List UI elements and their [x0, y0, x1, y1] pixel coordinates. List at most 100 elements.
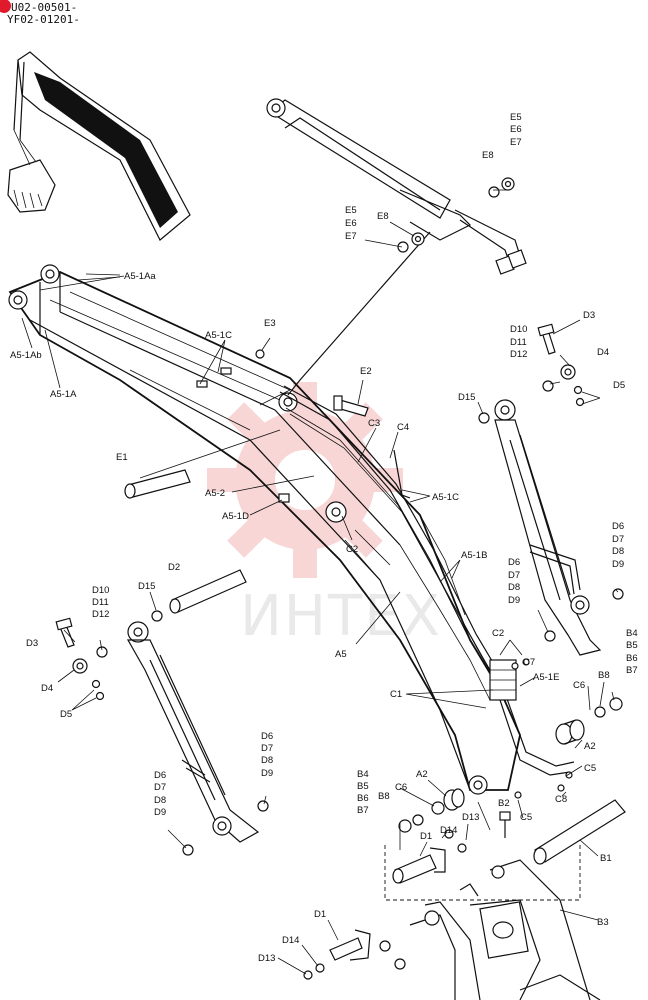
callout-e6-top: E6 — [510, 124, 522, 135]
callout-d13-upper: D13 — [462, 812, 479, 823]
callout-a5-1e: A5-1E — [533, 672, 559, 683]
callout-b5-left: B5 — [357, 781, 369, 792]
watermark-text: ИНТЕХ — [240, 584, 442, 649]
document-code-1: U02-00501- — [0, 0, 77, 14]
callout-c7: C7 — [523, 657, 535, 668]
callout-d4-left: D4 — [41, 683, 53, 694]
callout-c3: C3 — [368, 418, 380, 429]
callout-c4: C4 — [397, 422, 409, 433]
callout-c2-right: C2 — [492, 628, 504, 639]
callout-d3-left: D3 — [26, 638, 38, 649]
callout-d14-lower: D14 — [282, 935, 299, 946]
callout-a2-right: A2 — [584, 741, 596, 752]
bolt-b2 — [499, 811, 511, 838]
callout-d6-right2: D6 — [508, 557, 520, 568]
callout-d9-left1: D9 — [261, 768, 273, 779]
callout-e8-top: E8 — [482, 150, 494, 161]
callout-e6-mid: E6 — [345, 218, 357, 229]
callout-b4-left: B4 — [357, 769, 369, 780]
callout-b6-left: B6 — [357, 793, 369, 804]
callout-c6-right: C6 — [573, 680, 585, 691]
callout-a5-1c-right: A5-1C — [432, 492, 459, 503]
callout-d5-right: D5 — [613, 380, 625, 391]
callout-d9-right1: D9 — [612, 559, 624, 570]
callout-d6-left1: D6 — [261, 731, 273, 742]
callout-d15-left: D15 — [138, 581, 155, 592]
bolt-e2 — [333, 395, 369, 417]
callout-d4-right: D4 — [597, 347, 609, 358]
callout-e3: E3 — [264, 318, 276, 329]
callout-c6-bottom: C6 — [395, 782, 407, 793]
callout-c5-a: C5 — [584, 763, 596, 774]
callout-d10-left: D10 — [92, 585, 109, 596]
callout-d8-right1: D8 — [612, 546, 624, 557]
callout-b5-right: B5 — [626, 640, 638, 651]
callout-d7-left1: D7 — [261, 743, 273, 754]
callout-d1-lower: D1 — [314, 909, 326, 920]
callout-d15-right: D15 — [458, 392, 475, 403]
callout-d8-left2: D8 — [154, 795, 166, 806]
callout-d7-right1: D7 — [612, 534, 624, 545]
pin-d1-upper — [392, 847, 446, 884]
callout-d8-left1: D8 — [261, 755, 273, 766]
callout-d2: D2 — [168, 562, 180, 573]
callout-e5-top: E5 — [510, 112, 522, 123]
callout-b7-right: B7 — [626, 665, 638, 676]
callout-a5-2: A5-2 — [205, 488, 225, 499]
excavator-thumbnail — [7, 51, 191, 241]
callout-a5-1d: A5-1D — [222, 511, 249, 522]
callout-d10-right: D10 — [510, 324, 527, 335]
left-boom-cylinder — [126, 621, 260, 843]
pin-d2 — [169, 569, 247, 614]
callout-a5-1aa: A5-1Aa — [124, 271, 156, 282]
callout-d1-upper: D1 — [420, 831, 432, 842]
callout-d12-left: D12 — [92, 609, 109, 620]
callout-b2: B2 — [498, 798, 510, 809]
callout-b8-left: B8 — [378, 791, 390, 802]
callout-a5: A5 — [335, 649, 347, 660]
callout-b4-right: B4 — [626, 628, 638, 639]
pin-d1-lower — [329, 929, 371, 961]
callout-c2-mid: C2 — [346, 544, 358, 555]
callout-d6-left2: D6 — [154, 770, 166, 781]
callout-d12-right: D12 — [510, 349, 527, 360]
callout-a5-1a: A5-1A — [50, 389, 77, 400]
bolt-d3-right — [537, 323, 556, 355]
right-boom-cylinder — [494, 399, 602, 656]
callout-a2-bottom: A2 — [416, 769, 428, 780]
callout-e7-mid: E7 — [345, 231, 357, 242]
callout-b6-right: B6 — [626, 653, 638, 664]
document-code-2: YF02-01201- — [7, 13, 80, 26]
pin-e1 — [124, 469, 191, 499]
callout-d7-right2: D7 — [508, 570, 520, 581]
callout-d7-left2: D7 — [154, 782, 166, 793]
callout-b8-right: B8 — [598, 670, 610, 681]
callout-a5-1b: A5-1B — [461, 550, 487, 561]
callout-d14-upper: D14 — [440, 825, 457, 836]
bolt-d3-left — [55, 617, 75, 648]
callout-e5-mid: E5 — [345, 205, 357, 216]
callout-d11-right: D11 — [510, 337, 527, 348]
callout-c1: C1 — [390, 689, 402, 700]
callout-d5-left: D5 — [60, 709, 72, 720]
callout-d9-right2: D9 — [508, 595, 520, 606]
callout-d6-right1: D6 — [612, 521, 624, 532]
bushings-a2 — [443, 719, 585, 811]
callout-c8: C8 — [555, 794, 567, 805]
boom-structure — [8, 264, 521, 795]
callout-d9-left2: D9 — [154, 807, 166, 818]
callout-e2: E2 — [360, 366, 372, 377]
arm-cylinder — [266, 98, 527, 396]
callout-d8-right2: D8 — [508, 582, 520, 593]
callout-b1: B1 — [600, 853, 612, 864]
pin-b1 — [533, 799, 626, 865]
part-callouts: A5-1Aa A5-1Ab A5-1A A5-1C E3 E2 E1 C3 C4… — [10, 112, 638, 964]
red-badge-icon — [0, 0, 11, 13]
callout-d13-lower: D13 — [258, 953, 275, 964]
callout-a5-1ab: A5-1Ab — [10, 350, 42, 361]
callout-e1: E1 — [116, 452, 128, 463]
callout-b7-left: B7 — [357, 805, 369, 816]
base-frame — [384, 845, 601, 1000]
